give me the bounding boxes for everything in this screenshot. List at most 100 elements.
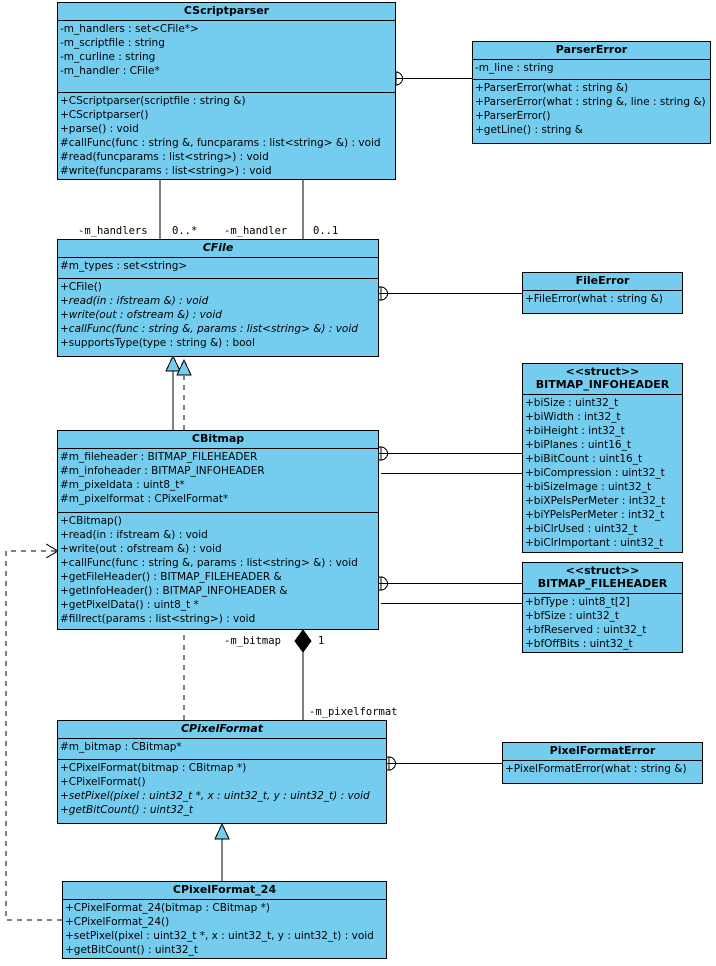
operation-row: +ParserError()	[475, 110, 551, 122]
association-label-m-handler: -m_handler	[224, 225, 288, 237]
operation-row: +CPixelFormat(bitmap : CBitmap *)	[60, 762, 247, 774]
operation-row: +FileError(what : string &)	[525, 293, 663, 305]
operations-compartment-cfile: +CFile() +read(in : ifstream &) : void +…	[58, 279, 378, 351]
class-title-bitmap-fileheader: <<struct>> BITMAP_FILEHEADER	[523, 563, 682, 594]
operations-compartment-cpixelformat: +CPixelFormat(bitmap : CBitmap *) +CPixe…	[58, 760, 386, 818]
class-title-cfile: CFile	[58, 240, 378, 258]
operation-row: +ParserError(what : string &)	[475, 82, 629, 94]
operation-row: +PixelFormatError(what : string &)	[505, 763, 687, 775]
attribute-row: -m_line : string	[475, 62, 554, 74]
operations-compartment-cpixelformat-24: +CPixelFormat_24(bitmap : CBitmap *) +CP…	[63, 900, 386, 958]
class-title-cscriptparser: CScriptparser	[58, 3, 395, 21]
operation-row: +CBitmap()	[60, 515, 122, 527]
generalization-arrow-cpixelformat24	[214, 822, 230, 840]
operation-row: +CScriptparser()	[60, 109, 149, 121]
operations-compartment-fileerror: +FileError(what : string &)	[523, 291, 682, 307]
operation-row: +callFunc(func : string &, params : list…	[60, 323, 358, 335]
operation-row: +parse() : void	[60, 123, 139, 135]
attributes-compartment-cfile: #m_types : set<string>	[58, 258, 378, 279]
operation-row: +CPixelFormat_24(bitmap : CBitmap *)	[65, 902, 270, 914]
attribute-row: +biClrUsed : uint32_t	[525, 523, 638, 535]
stereotype-label: <<struct>>	[565, 365, 640, 378]
class-box-cscriptparser[interactable]: CScriptparser -m_handlers : set<CFile*> …	[57, 2, 396, 180]
attribute-row: +biXPelsPerMeter : int32_t	[525, 495, 666, 507]
composition-diamond	[294, 629, 312, 653]
operation-row: +CPixelFormat()	[60, 776, 146, 788]
association-multiplicity-0-star: 0..*	[172, 225, 198, 237]
association-label-m-handlers: -m_handlers	[78, 225, 148, 237]
attribute-row: -m_handler : CFile*	[60, 65, 160, 77]
generalization-arrow-cbitmap	[165, 354, 181, 372]
attributes-compartment-cpixelformat: #m_bitmap : CBitmap*	[58, 739, 386, 760]
operations-compartment-cbitmap: +CBitmap() +read(in : ifstream &) : void…	[58, 513, 378, 627]
operation-row: +setPixel(pixel : uint32_t *, x : uint32…	[60, 790, 370, 802]
connector-dependency-cpixelformat24-cbitmap	[5, 550, 62, 921]
operation-row: +supportsType(type : string &) : bool	[60, 337, 255, 349]
attribute-row: +biBitCount : uint16_t	[525, 453, 643, 465]
class-box-fileerror[interactable]: FileError +FileError(what : string &)	[522, 272, 683, 314]
class-box-bitmap-infoheader[interactable]: <<struct>> BITMAP_INFOHEADER +biSize : u…	[522, 363, 683, 553]
operations-compartment-cscriptparser: +CScriptparser(scriptfile : string &) +C…	[58, 93, 395, 179]
operation-row: +ParserError(what : string &, line : str…	[475, 96, 706, 108]
composition-label-m-pixelformat: -m_pixelformat	[309, 706, 398, 718]
attribute-row: +biWidth : int32_t	[525, 411, 621, 423]
attribute-row: +biYPelsPerMeter : int32_t	[525, 509, 665, 521]
operation-row: #callFunc(func : string &, funcparams : …	[60, 137, 381, 149]
attribute-row: #m_pixelformat : CPixelFormat*	[60, 493, 229, 505]
attribute-row: +bfType : uint8_t[2]	[525, 596, 630, 608]
attribute-row: +biHeight : int32_t	[525, 425, 625, 437]
stereotype-label: <<struct>>	[565, 564, 640, 577]
attribute-row: -m_scriptfile : string	[60, 37, 165, 49]
attributes-compartment-cbitmap: #m_fileheader : BITMAP_FILEHEADER #m_inf…	[58, 449, 378, 513]
attribute-row: #m_fileheader : BITMAP_FILEHEADER	[60, 451, 258, 463]
class-title-pixelformaterror: PixelFormatError	[503, 743, 702, 761]
operation-row: +getBitCount() : uint32_t	[65, 944, 198, 956]
operation-row: +getLine() : string &	[475, 124, 583, 136]
operation-row: #write(funcparams : list<string>) : void	[60, 165, 272, 177]
attribute-row: +bfSize : uint32_t	[525, 610, 619, 622]
class-box-cbitmap[interactable]: CBitmap #m_fileheader : BITMAP_FILEHEADE…	[57, 430, 379, 630]
operation-row: +read(in : ifstream &) : void	[60, 529, 208, 541]
operation-row: +callFunc(func : string &, params : list…	[60, 557, 358, 569]
operation-row: +getInfoHeader() : BITMAP_INFOHEADER &	[60, 585, 288, 597]
operation-row: +write(out : ofstream &) : void	[60, 543, 222, 555]
attribute-row: +bfOffBits : uint32_t	[525, 638, 633, 650]
dependency-arrow-cpixelformat	[176, 358, 192, 376]
class-title-cpixelformat: CPixelFormat	[58, 721, 386, 739]
attribute-row: #m_bitmap : CBitmap*	[60, 741, 182, 753]
operation-row: +getFileHeader() : BITMAP_FILEHEADER &	[60, 571, 282, 583]
class-box-parsererror[interactable]: ParserError -m_line : string +ParserErro…	[472, 41, 711, 144]
attribute-row: +biSize : uint32_t	[525, 397, 619, 409]
class-box-pixelformaterror[interactable]: PixelFormatError +PixelFormatError(what …	[502, 742, 703, 784]
class-title-bitmap-infoheader: <<struct>> BITMAP_INFOHEADER	[523, 364, 682, 395]
class-title-cbitmap: CBitmap	[58, 431, 378, 449]
attribute-row: +bfReserved : uint32_t	[525, 624, 647, 636]
class-title-fileerror: FileError	[523, 273, 682, 291]
attribute-row: #m_pixeldata : uint8_t*	[60, 479, 185, 491]
operation-row: #read(funcparams : list<string>) : void	[60, 151, 269, 163]
class-box-cpixelformat-24[interactable]: CPixelFormat_24 +CPixelFormat_24(bitmap …	[62, 881, 387, 959]
composition-multiplicity-1: 1	[318, 635, 325, 647]
association-multiplicity-0-1: 0..1	[313, 225, 339, 237]
operations-compartment-pixelformaterror: +PixelFormatError(what : string &)	[503, 761, 702, 777]
operation-row: +CPixelFormat_24()	[65, 916, 170, 928]
class-title-parsererror: ParserError	[473, 42, 710, 60]
attribute-row: #m_types : set<string>	[60, 260, 188, 272]
class-box-bitmap-fileheader[interactable]: <<struct>> BITMAP_FILEHEADER +bfType : u…	[522, 562, 683, 653]
operation-row: +getBitCount() : uint32_t	[60, 804, 193, 816]
attribute-row: +biClrImportant : uint32_t	[525, 537, 664, 549]
class-box-cpixelformat[interactable]: CPixelFormat #m_bitmap : CBitmap* +CPixe…	[57, 720, 387, 824]
operation-row: +CScriptparser(scriptfile : string &)	[60, 95, 246, 107]
operation-row: +write(out : ofstream &) : void	[60, 309, 222, 321]
attributes-compartment-bitmap-fileheader: +bfType : uint8_t[2] +bfSize : uint32_t …	[523, 594, 682, 652]
operations-compartment-parsererror: +ParserError(what : string &) +ParserErr…	[473, 80, 710, 138]
attributes-compartment-bitmap-infoheader: +biSize : uint32_t +biWidth : int32_t +b…	[523, 395, 682, 551]
class-box-cfile[interactable]: CFile #m_types : set<string> +CFile() +r…	[57, 239, 379, 357]
operation-row: +getPixelData() : uint8_t *	[60, 599, 199, 611]
attribute-row: +biPlanes : uint16_t	[525, 439, 631, 451]
class-name-label: BITMAP_INFOHEADER	[535, 378, 670, 391]
attribute-row: #m_infoheader : BITMAP_INFOHEADER	[60, 465, 265, 477]
attributes-compartment-cscriptparser: -m_handlers : set<CFile*> -m_scriptfile …	[58, 21, 395, 93]
operation-row: +read(in : ifstream &) : void	[60, 295, 209, 307]
